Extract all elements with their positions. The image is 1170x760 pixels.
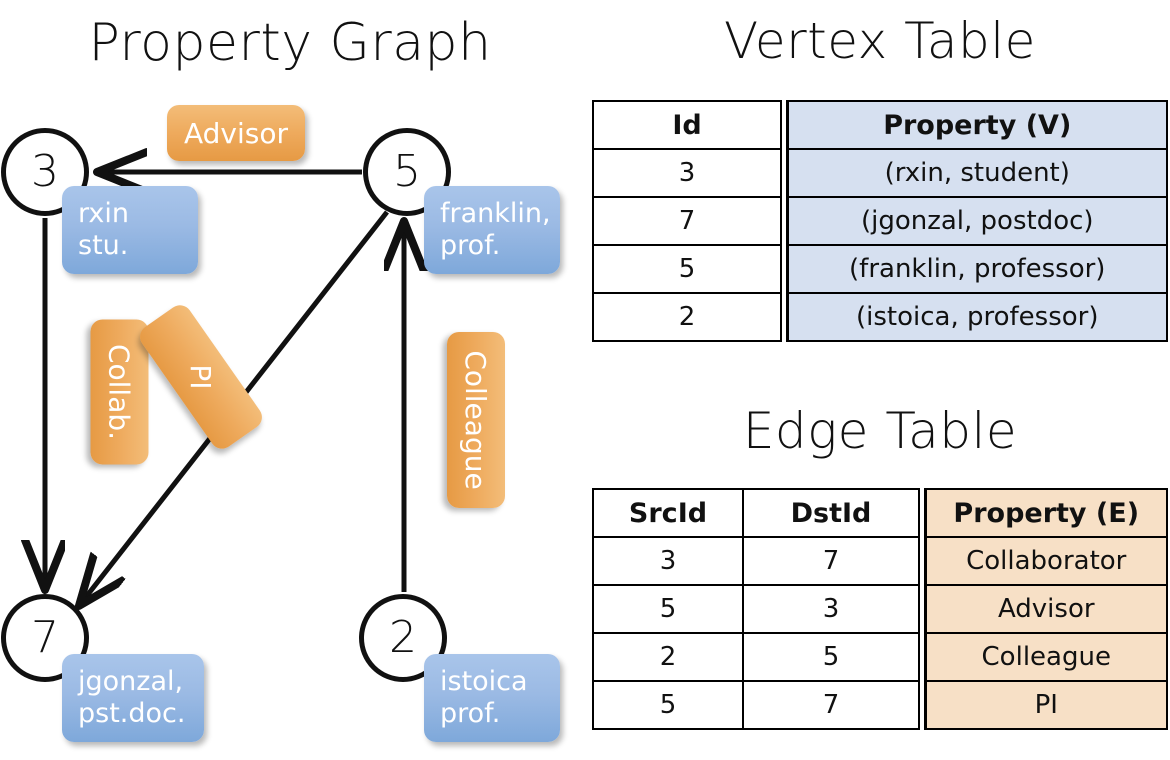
table-row[interactable]: 3 7 Collaborator [592,536,1168,586]
node-property-istoica-line2: prof. [440,698,501,729]
edge-label-box-colleague: Colleague [447,332,505,508]
vertex-table-header-id: Id [592,100,782,150]
node-property-franklin-line1: franklin, [440,198,551,229]
edge-cell-property: Colleague [923,632,1168,682]
edge-label-box-advisor: Advisor [167,105,305,161]
vertex-table-header-row: Id Property (V) [592,100,1168,150]
node-property-rxin-line2: stu. [78,230,129,261]
graph-node-5[interactable]: 5 [363,128,451,216]
edge-cell-property: Collaborator [923,536,1168,586]
table-row[interactable]: 5 3 Advisor [592,584,1168,634]
edge-label-pi: PI [184,364,218,390]
edge-cell-dst: 7 [742,680,920,730]
edge-table-header-dstid: DstId [742,488,920,538]
vertex-cell-id: 7 [592,196,782,246]
edge-cell-src: 5 [592,584,744,634]
graph-node-7-label: 7 [31,612,59,663]
vertex-cell-id: 3 [592,148,782,198]
page-title-property-graph: Property Graph [88,13,492,73]
edge-table-header-row: SrcId DstId Property (E) [592,488,1168,538]
graph-node-5-label: 5 [393,146,421,197]
property-graph-diagram: 3 5 7 2 rxin stu. franklin, prof. jgonza… [0,0,580,760]
node-property-jgonzal-line1: jgonzal, [78,666,184,697]
edge-cell-property: PI [923,680,1168,730]
vertex-table-header-property: Property (V) [785,100,1168,150]
page-title-edge-table: Edge Table [742,402,1018,460]
vertex-cell-property: (istoica, professor) [785,292,1168,342]
edge-label-collab: Collab. [103,343,136,441]
node-property-box-rxin: rxin stu. [62,186,198,274]
node-property-box-franklin: franklin, prof. [424,186,560,274]
vertex-cell-id: 2 [592,292,782,342]
edge-table-header-property: Property (E) [923,488,1168,538]
vertex-cell-property: (franklin, professor) [785,244,1168,294]
edge-cell-dst: 5 [742,632,920,682]
node-property-istoica-line1: istoica [440,666,528,697]
graph-node-3-label: 3 [31,146,59,197]
edge-cell-dst: 3 [742,584,920,634]
edge-cell-src: 2 [592,632,744,682]
edge-cell-src: 3 [592,536,744,586]
vertex-table: Id Property (V) 3 (rxin, student) 7 (jgo… [592,100,1168,342]
vertex-cell-id: 5 [592,244,782,294]
table-row[interactable]: 5 7 PI [592,680,1168,730]
node-property-box-istoica: istoica prof. [424,654,560,742]
graph-node-2[interactable]: 2 [359,594,447,682]
table-row[interactable]: 7 (jgonzal, postdoc) [592,196,1168,246]
node-property-box-jgonzal: jgonzal, pst.doc. [62,654,204,742]
vertex-cell-property: (rxin, student) [785,148,1168,198]
edge-table: SrcId DstId Property (E) 3 7 Collaborato… [592,488,1168,730]
edge-label-colleague: Colleague [459,350,493,490]
edge-cell-dst: 7 [742,536,920,586]
node-property-jgonzal-line2: pst.doc. [78,698,186,729]
table-row[interactable]: 2 5 Colleague [592,632,1168,682]
vertex-cell-property: (jgonzal, postdoc) [785,196,1168,246]
page-title-vertex-table: Vertex Table [724,12,1036,70]
edge-cell-src: 5 [592,680,744,730]
node-property-rxin-line1: rxin [78,198,129,229]
table-row[interactable]: 2 (istoica, professor) [592,292,1168,342]
table-row[interactable]: 3 (rxin, student) [592,148,1168,198]
table-row[interactable]: 5 (franklin, professor) [592,244,1168,294]
edge-table-header-srcid: SrcId [592,488,744,538]
graph-node-2-label: 2 [389,612,417,663]
edge-label-advisor: Advisor [183,116,288,150]
node-property-franklin-line2: prof. [440,230,501,261]
edge-cell-property: Advisor [923,584,1168,634]
